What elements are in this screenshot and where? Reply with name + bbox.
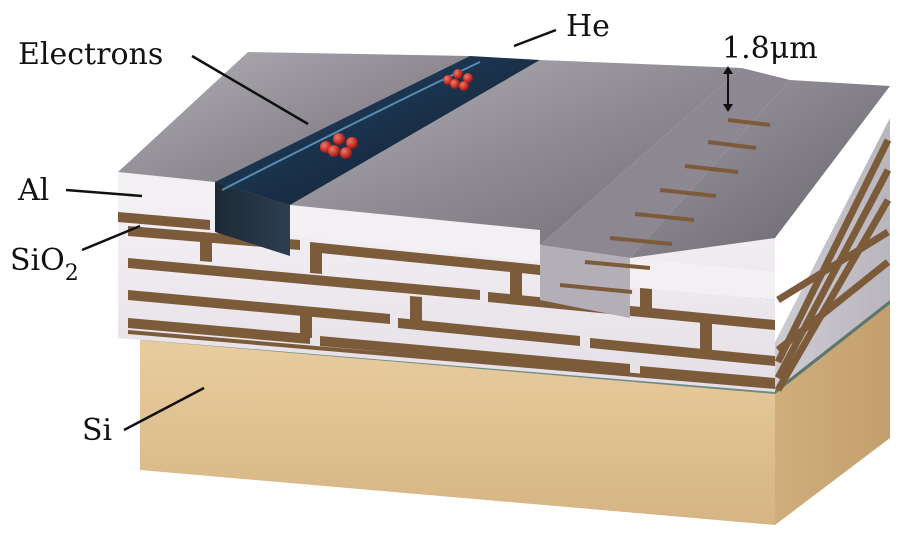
silicon-side-face [775, 302, 890, 525]
electrons-label: Electrons [18, 37, 163, 72]
top-right-slab [630, 80, 890, 258]
electron [328, 145, 340, 157]
helium-label: He [566, 9, 610, 44]
top-left-slab [118, 52, 470, 205]
helium-channel [215, 56, 540, 256]
he-leader [513, 28, 557, 48]
aluminum-label: Al [17, 173, 49, 208]
electrons-leader [191, 54, 309, 126]
electron [346, 137, 358, 149]
leader-lines [65, 28, 557, 432]
top-middle-rim [290, 205, 540, 262]
stack-side-oxide-lines [774, 138, 892, 392]
sio2-leader [81, 224, 141, 252]
oxide-layers [118, 212, 775, 389]
electron [463, 73, 473, 83]
top-right-rim [630, 258, 775, 300]
right-trench [540, 68, 790, 318]
si-leader [123, 386, 205, 432]
oxide-label: SiO2 [10, 243, 79, 286]
oxide-label-base: SiO [10, 243, 65, 278]
gap-dimension-label: 1.8μm [722, 31, 818, 66]
electron-cluster-near [320, 133, 358, 159]
right-trench-floor [540, 68, 790, 258]
top-left-rim [118, 172, 215, 212]
electron [453, 69, 463, 79]
electron [459, 81, 469, 91]
top-middle-slab [290, 60, 742, 245]
trench-wires [559, 118, 771, 294]
silicon-label: Si [82, 413, 112, 448]
electron-cluster-far [443, 69, 473, 91]
channel-front-wall [215, 182, 290, 256]
electron [450, 79, 460, 89]
electron [340, 147, 352, 159]
aluminum-top-surface [118, 52, 890, 258]
silicon-front-face [140, 338, 775, 525]
channel-surface [215, 56, 540, 205]
electron [333, 133, 345, 145]
oxide-label-subscript: 2 [65, 261, 79, 286]
al-leader [65, 188, 143, 198]
gap-dimension-arrow [723, 66, 733, 112]
